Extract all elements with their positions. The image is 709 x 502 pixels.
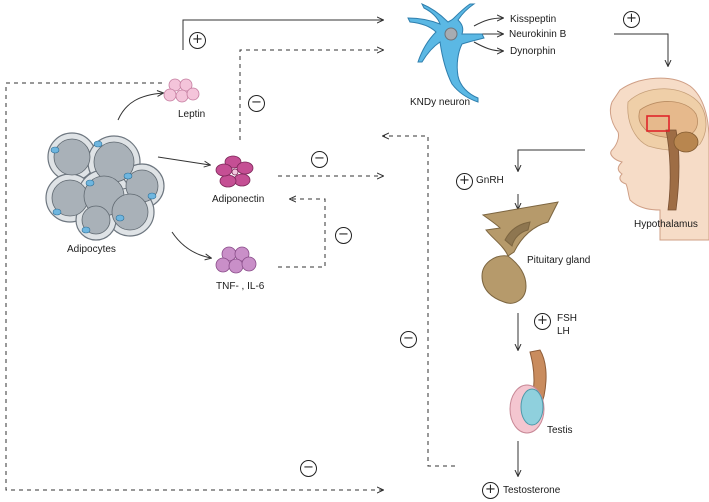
adipocytes-label: Adipocytes: [67, 244, 116, 255]
neurokinin-b-label: Neurokinin B: [509, 29, 567, 40]
dynorphin-label: Dynorphin: [510, 46, 556, 57]
tnf-il6-icon: [215, 246, 257, 274]
line-top-to-kndy: [182, 20, 383, 50]
minus-sign-bottom: −: [300, 460, 317, 477]
plus-sign-testosterone: +: [482, 482, 499, 499]
hypothalamus-label: Hypothalamus: [634, 219, 698, 230]
hypothalamus-head-icon: [609, 77, 709, 241]
minus-sign-leptin: −: [248, 95, 265, 112]
arrow-kndy-to-kisspeptin: [473, 18, 503, 27]
adiponectin-label: Adiponectin: [212, 194, 265, 205]
line-leptin-inhibit-kndy: [239, 50, 383, 140]
leptin-label: Leptin: [178, 109, 206, 120]
lh-label: LH: [557, 326, 570, 337]
plus-sign-fsh-lh: +: [534, 313, 551, 330]
kisspeptin-label: Kisspeptin: [510, 14, 557, 25]
leptin-icon: [163, 78, 200, 103]
adiponectin-icon: [215, 155, 254, 188]
gnrh-label: GnRH: [476, 175, 504, 186]
arrow-adipocytes-to-leptin: [117, 93, 163, 121]
pituitary-gland-icon: [481, 201, 559, 304]
arrow-adipocytes-to-adiponectin: [157, 156, 210, 165]
arrow-kndy-to-dynorphin: [473, 41, 503, 51]
adipocytes-icon: [45, 132, 165, 241]
arrow-adipocytes-to-tnf: [171, 231, 211, 258]
tnf-il6-label: TNF- , IL-6: [216, 281, 265, 292]
fsh-label: FSH: [557, 313, 577, 324]
arrow-peptides-to-hypothalamus: [614, 33, 668, 66]
kndy-neuron-label: KNDy neuron: [410, 97, 471, 108]
minus-sign-tnf: −: [335, 227, 352, 244]
plus-sign-gnrh: +: [456, 173, 473, 190]
testosterone-label: Testosterone: [503, 485, 561, 496]
pituitary-gland-label: Pituitary gland: [527, 255, 591, 266]
line-tnf-inhibit-adiponectin: [278, 199, 326, 268]
minus-sign-testosterone-feedback: −: [400, 331, 417, 348]
kndy-neuron-icon: [407, 3, 485, 103]
arrow-hypothalamus-to-gnrh: [518, 149, 585, 171]
hypothalamus-highlight-box: [646, 115, 670, 132]
testis-label: Testis: [547, 425, 573, 436]
minus-sign-adiponectin: −: [311, 151, 328, 168]
plus-sign-top: +: [189, 32, 206, 49]
line-testosterone-feedback: [383, 136, 455, 467]
testis-icon: [509, 349, 547, 434]
plus-sign-peptides: +: [623, 11, 640, 28]
